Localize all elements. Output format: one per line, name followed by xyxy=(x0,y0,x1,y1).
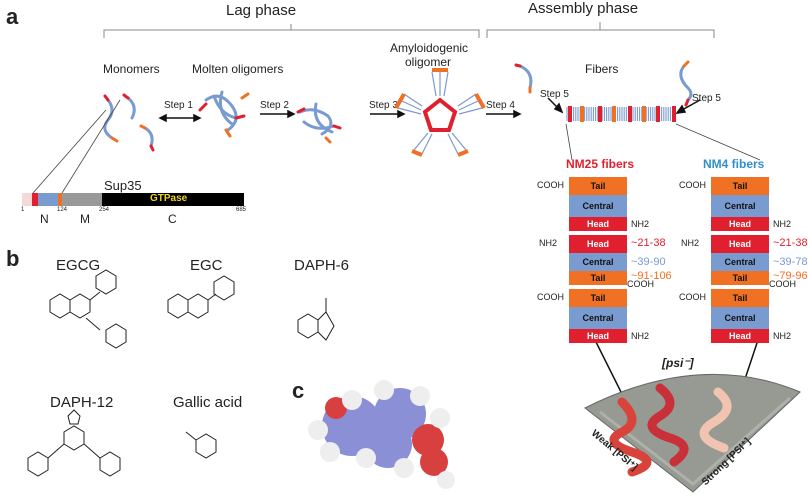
fiber xyxy=(566,106,676,122)
compound-daph6: DAPH-6 xyxy=(294,257,350,274)
nh2-label: NH2 xyxy=(539,238,558,248)
stack-block-tail: Tail xyxy=(711,271,769,285)
sup35-bar xyxy=(22,193,244,206)
sup35-label: Sup35 xyxy=(104,178,142,193)
space-filling-model xyxy=(308,380,455,489)
amyloidogenic-label: Amyloidogenic xyxy=(390,41,469,55)
assembly-phase-label: Assembly phase xyxy=(528,0,639,17)
step-1-label: Step 1 xyxy=(164,100,193,111)
stack-block-central: Central xyxy=(711,253,769,271)
region-c-label: C xyxy=(168,212,177,226)
range-central: ~39-78 xyxy=(773,256,808,268)
range-head: ~21-38 xyxy=(631,237,666,249)
pos-124: 124 xyxy=(57,207,68,213)
stack-block-head: Head xyxy=(711,235,769,253)
panel-label-b: b xyxy=(6,246,20,271)
stack-block-head: Head xyxy=(711,217,769,231)
stack-block-central: Central xyxy=(711,307,769,329)
range-central: ~39-90 xyxy=(631,256,666,268)
cooh-label: COOH xyxy=(679,180,706,190)
nm4-title: NM4 fibers xyxy=(703,157,765,171)
pos-685: 685 xyxy=(236,207,247,213)
amyloid-oligomer xyxy=(394,68,486,157)
stack-block-tail: Tail xyxy=(569,289,627,307)
stack-block-central: Central xyxy=(569,253,627,271)
stack-block-tail: Tail xyxy=(711,289,769,307)
lag-phase-label: Lag phase xyxy=(226,2,297,19)
nh2-label: NH2 xyxy=(773,219,792,229)
compound-gallic-acid: Gallic acid xyxy=(173,394,243,411)
stack-block-head: Head xyxy=(711,329,769,343)
pos-254: 254 xyxy=(99,207,110,213)
region-n-label: N xyxy=(40,212,49,226)
gtpase-label: GTPase xyxy=(150,193,188,204)
compound-egc: EGC xyxy=(190,257,223,274)
nh2-label: NH2 xyxy=(631,331,650,341)
psi-minus-label: [psi⁻] xyxy=(662,356,694,370)
nh2-label: NH2 xyxy=(631,219,650,229)
pos-1: 1 xyxy=(21,207,25,213)
panel-label-c: c xyxy=(292,378,305,403)
nm25-title: NM25 fibers xyxy=(566,157,635,171)
stack-block-central: Central xyxy=(569,195,627,217)
stack-block-head: Head xyxy=(569,329,627,343)
range-head: ~21-38 xyxy=(773,237,808,249)
stack-block-tail: Tail xyxy=(569,177,627,195)
step-5-left-label: Step 5 xyxy=(540,89,569,100)
cooh-label: COOH xyxy=(769,279,796,289)
step-3-label: Step 3 xyxy=(369,100,398,111)
molten-oligomers-label: Molten oligomers xyxy=(192,62,284,76)
panel-label-a: a xyxy=(6,4,19,29)
stack-block-central: Central xyxy=(569,307,627,329)
oligomer-label: oligomer xyxy=(405,55,452,69)
stack-block-head: Head xyxy=(569,217,627,231)
cooh-label: COOH xyxy=(537,180,564,190)
chemical-structures xyxy=(27,269,335,477)
region-m-label: M xyxy=(80,212,90,226)
cooh-label: COOH xyxy=(537,292,564,302)
range-tail: ~79-96 xyxy=(773,270,808,282)
stack-block-central: Central xyxy=(711,195,769,217)
monomer-group xyxy=(103,93,155,152)
step-2-label: Step 2 xyxy=(260,100,289,111)
petri-plate xyxy=(584,373,801,493)
nh2-label: NH2 xyxy=(681,238,700,248)
step-4-label: Step 4 xyxy=(486,100,515,111)
cooh-label: COOH xyxy=(679,292,706,302)
range-tail: ~91-106 xyxy=(631,270,672,282)
cooh-label: COOH xyxy=(627,279,654,289)
monomers-label: Monomers xyxy=(103,62,160,76)
stack-block-tail: Tail xyxy=(569,271,627,285)
stack-block-head: Head xyxy=(569,235,627,253)
compound-egcg: EGCG xyxy=(56,257,101,274)
stack-block-tail: Tail xyxy=(711,177,769,195)
fibers-label: Fibers xyxy=(585,62,619,76)
compound-daph12: DAPH-12 xyxy=(50,394,114,411)
step-5-right-label: Step 5 xyxy=(692,93,721,104)
nh2-label: NH2 xyxy=(773,331,792,341)
